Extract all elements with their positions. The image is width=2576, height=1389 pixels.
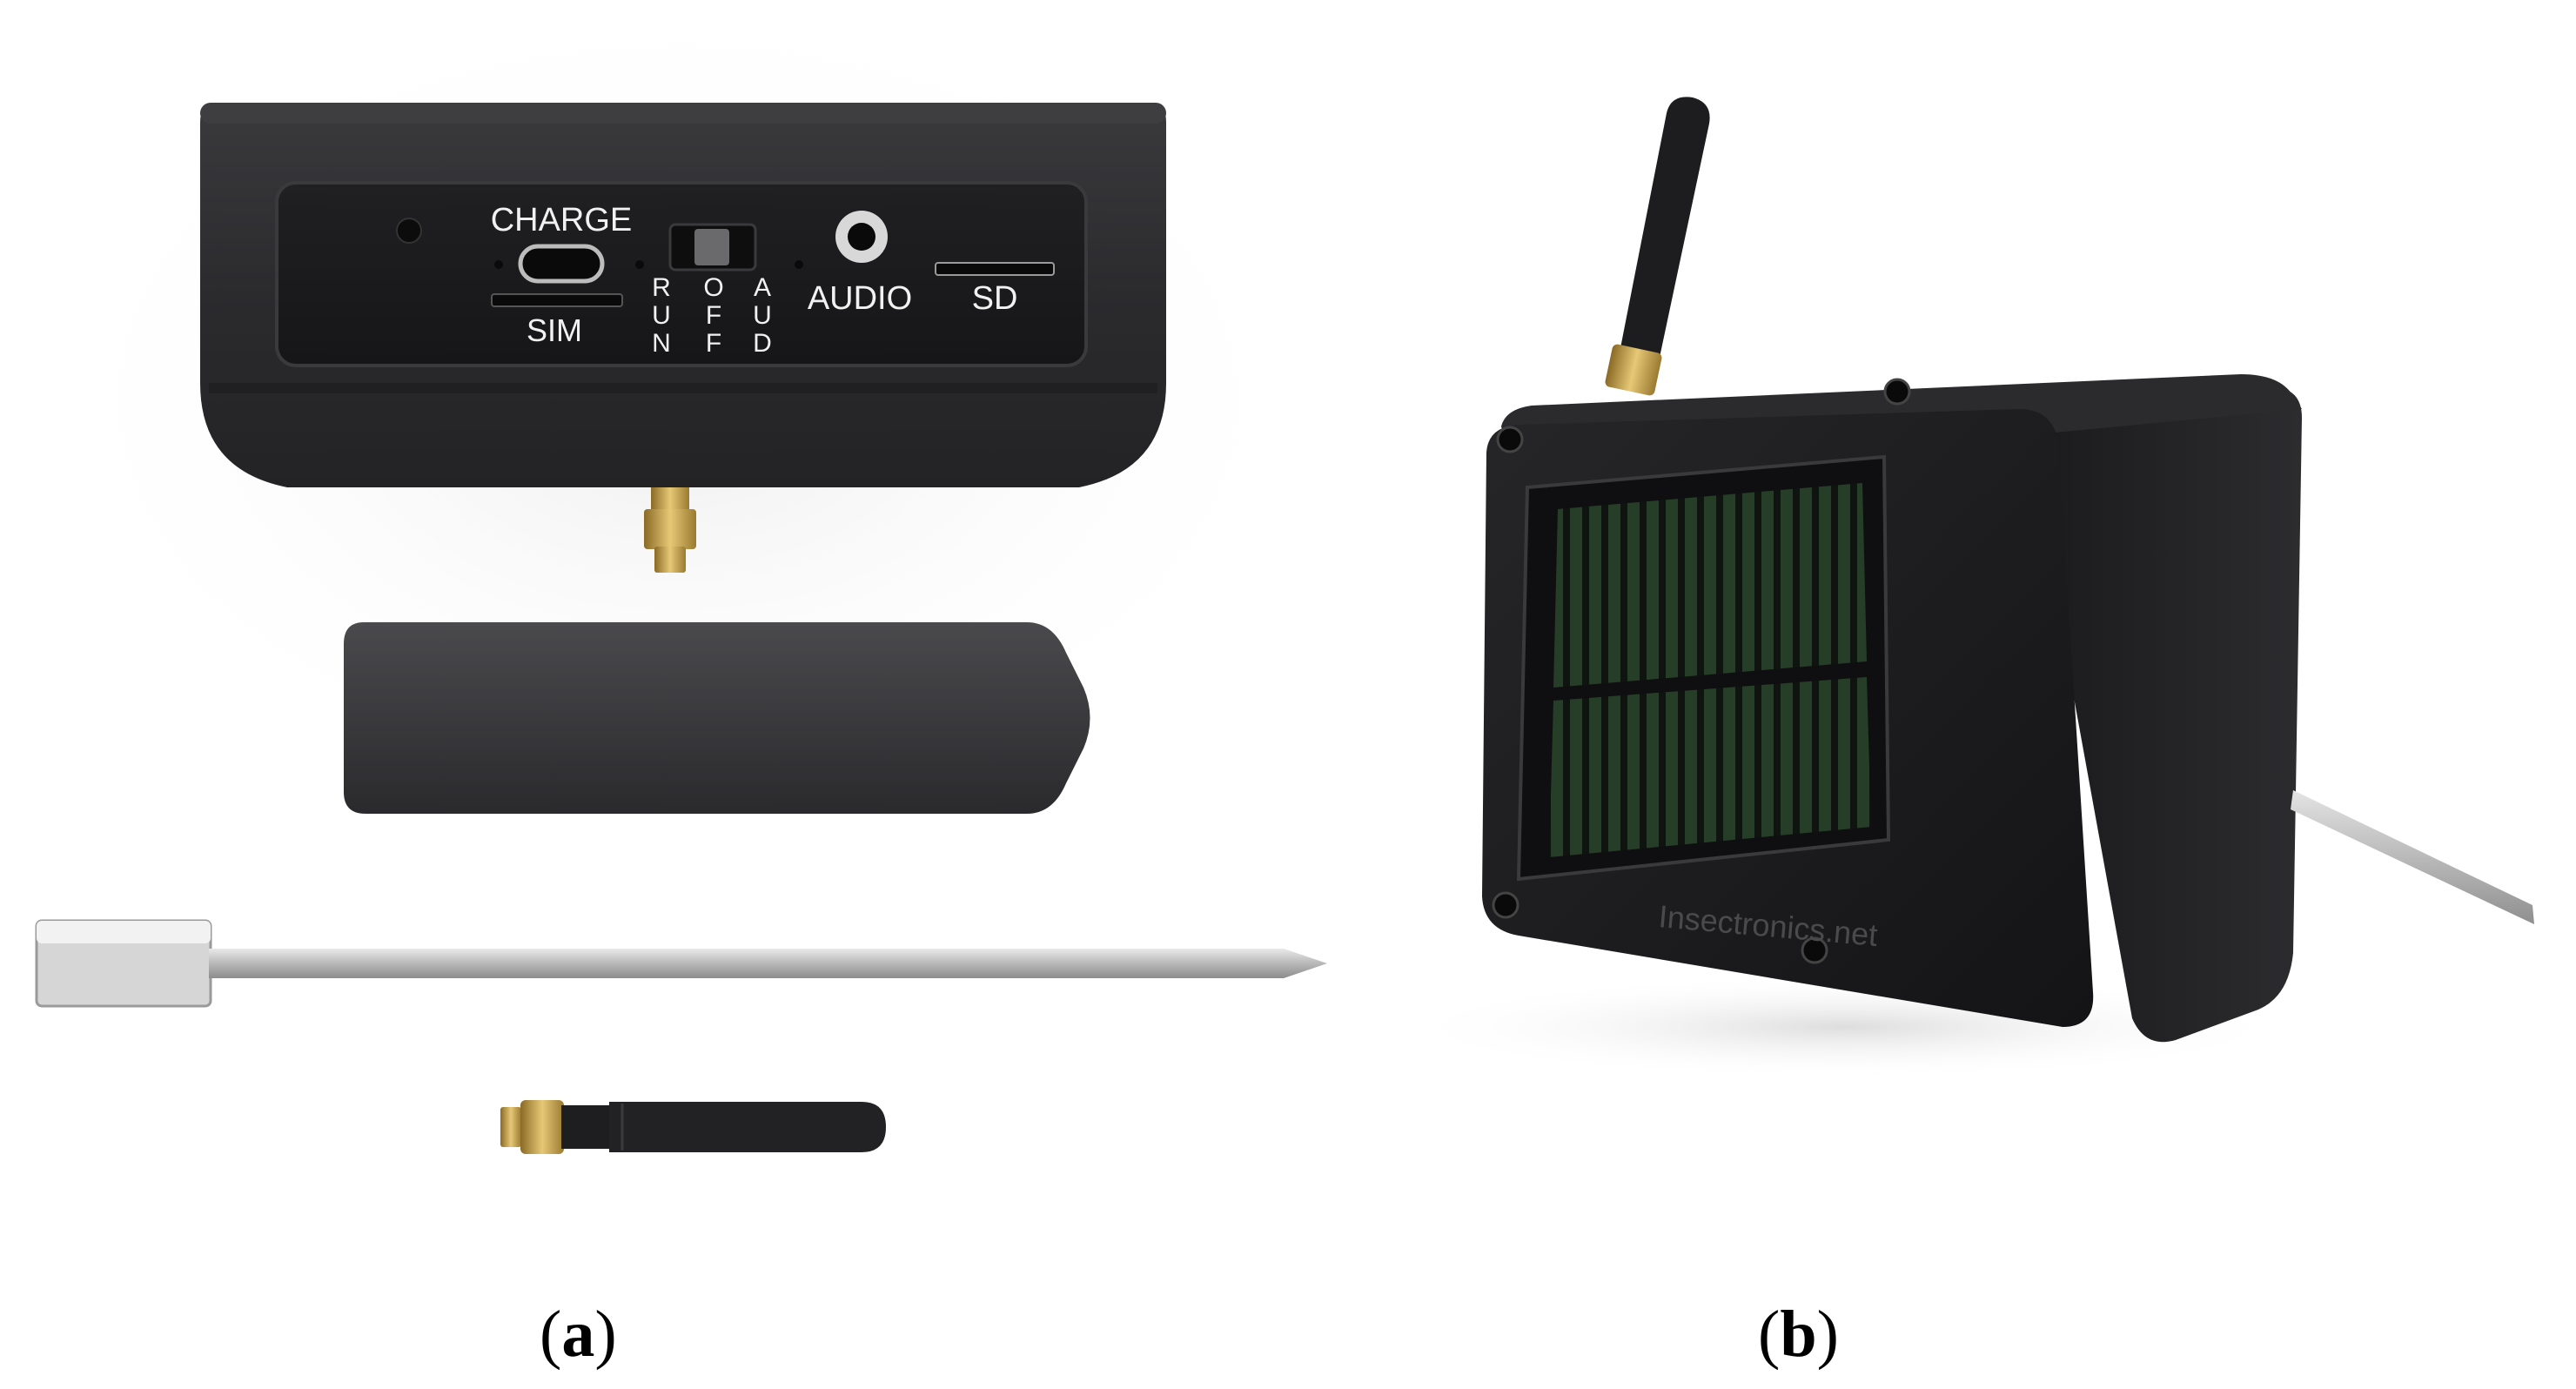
steel-probe xyxy=(35,919,1327,1008)
enclosure-side xyxy=(2019,387,2302,1043)
switch-label-aud: A U D xyxy=(753,273,772,358)
screw-top-left xyxy=(1496,426,1524,453)
svg-text:O: O xyxy=(703,273,723,302)
antenna xyxy=(1605,97,1710,396)
svg-text:A: A xyxy=(754,273,771,302)
sd-label: SD xyxy=(972,280,1018,317)
charge-label: CHARGE xyxy=(491,202,633,238)
caption-b: (b) xyxy=(1758,1298,1839,1371)
microphone-hole xyxy=(396,218,422,244)
screw-bottom-right xyxy=(1801,936,1828,964)
svg-text:U: U xyxy=(753,301,772,330)
sd-slot xyxy=(935,262,1055,276)
sim-label: SIM xyxy=(527,312,582,348)
svg-text:R: R xyxy=(652,273,671,302)
mode-switch xyxy=(635,223,803,272)
switch-label-run: R U N xyxy=(652,273,671,358)
small-antenna xyxy=(500,1100,886,1154)
panel-b-illustration: Insectronics.net xyxy=(1392,97,2534,1079)
svg-text:N: N xyxy=(652,329,671,358)
panel-a-illustration: CHARGE SIM R U N O F F A U D xyxy=(17,0,1340,1154)
usb-c-port xyxy=(518,244,605,284)
screw-bottom-left xyxy=(1492,891,1519,919)
svg-text:D: D xyxy=(753,329,772,358)
battery-cover xyxy=(344,622,1090,814)
led-dot-charge xyxy=(494,260,503,269)
probe-rod xyxy=(2291,790,2534,924)
switch-label-off: O F F xyxy=(703,273,723,358)
solar-panel xyxy=(1516,454,1891,882)
audio-label: AUDIO xyxy=(808,280,912,317)
sma-connector xyxy=(644,487,696,573)
caption-a: (a) xyxy=(540,1298,617,1371)
svg-text:F: F xyxy=(706,301,721,330)
svg-text:F: F xyxy=(706,329,721,358)
screw-top-right xyxy=(1883,378,1911,406)
svg-text:U: U xyxy=(652,301,671,330)
sim-slot xyxy=(491,293,623,307)
